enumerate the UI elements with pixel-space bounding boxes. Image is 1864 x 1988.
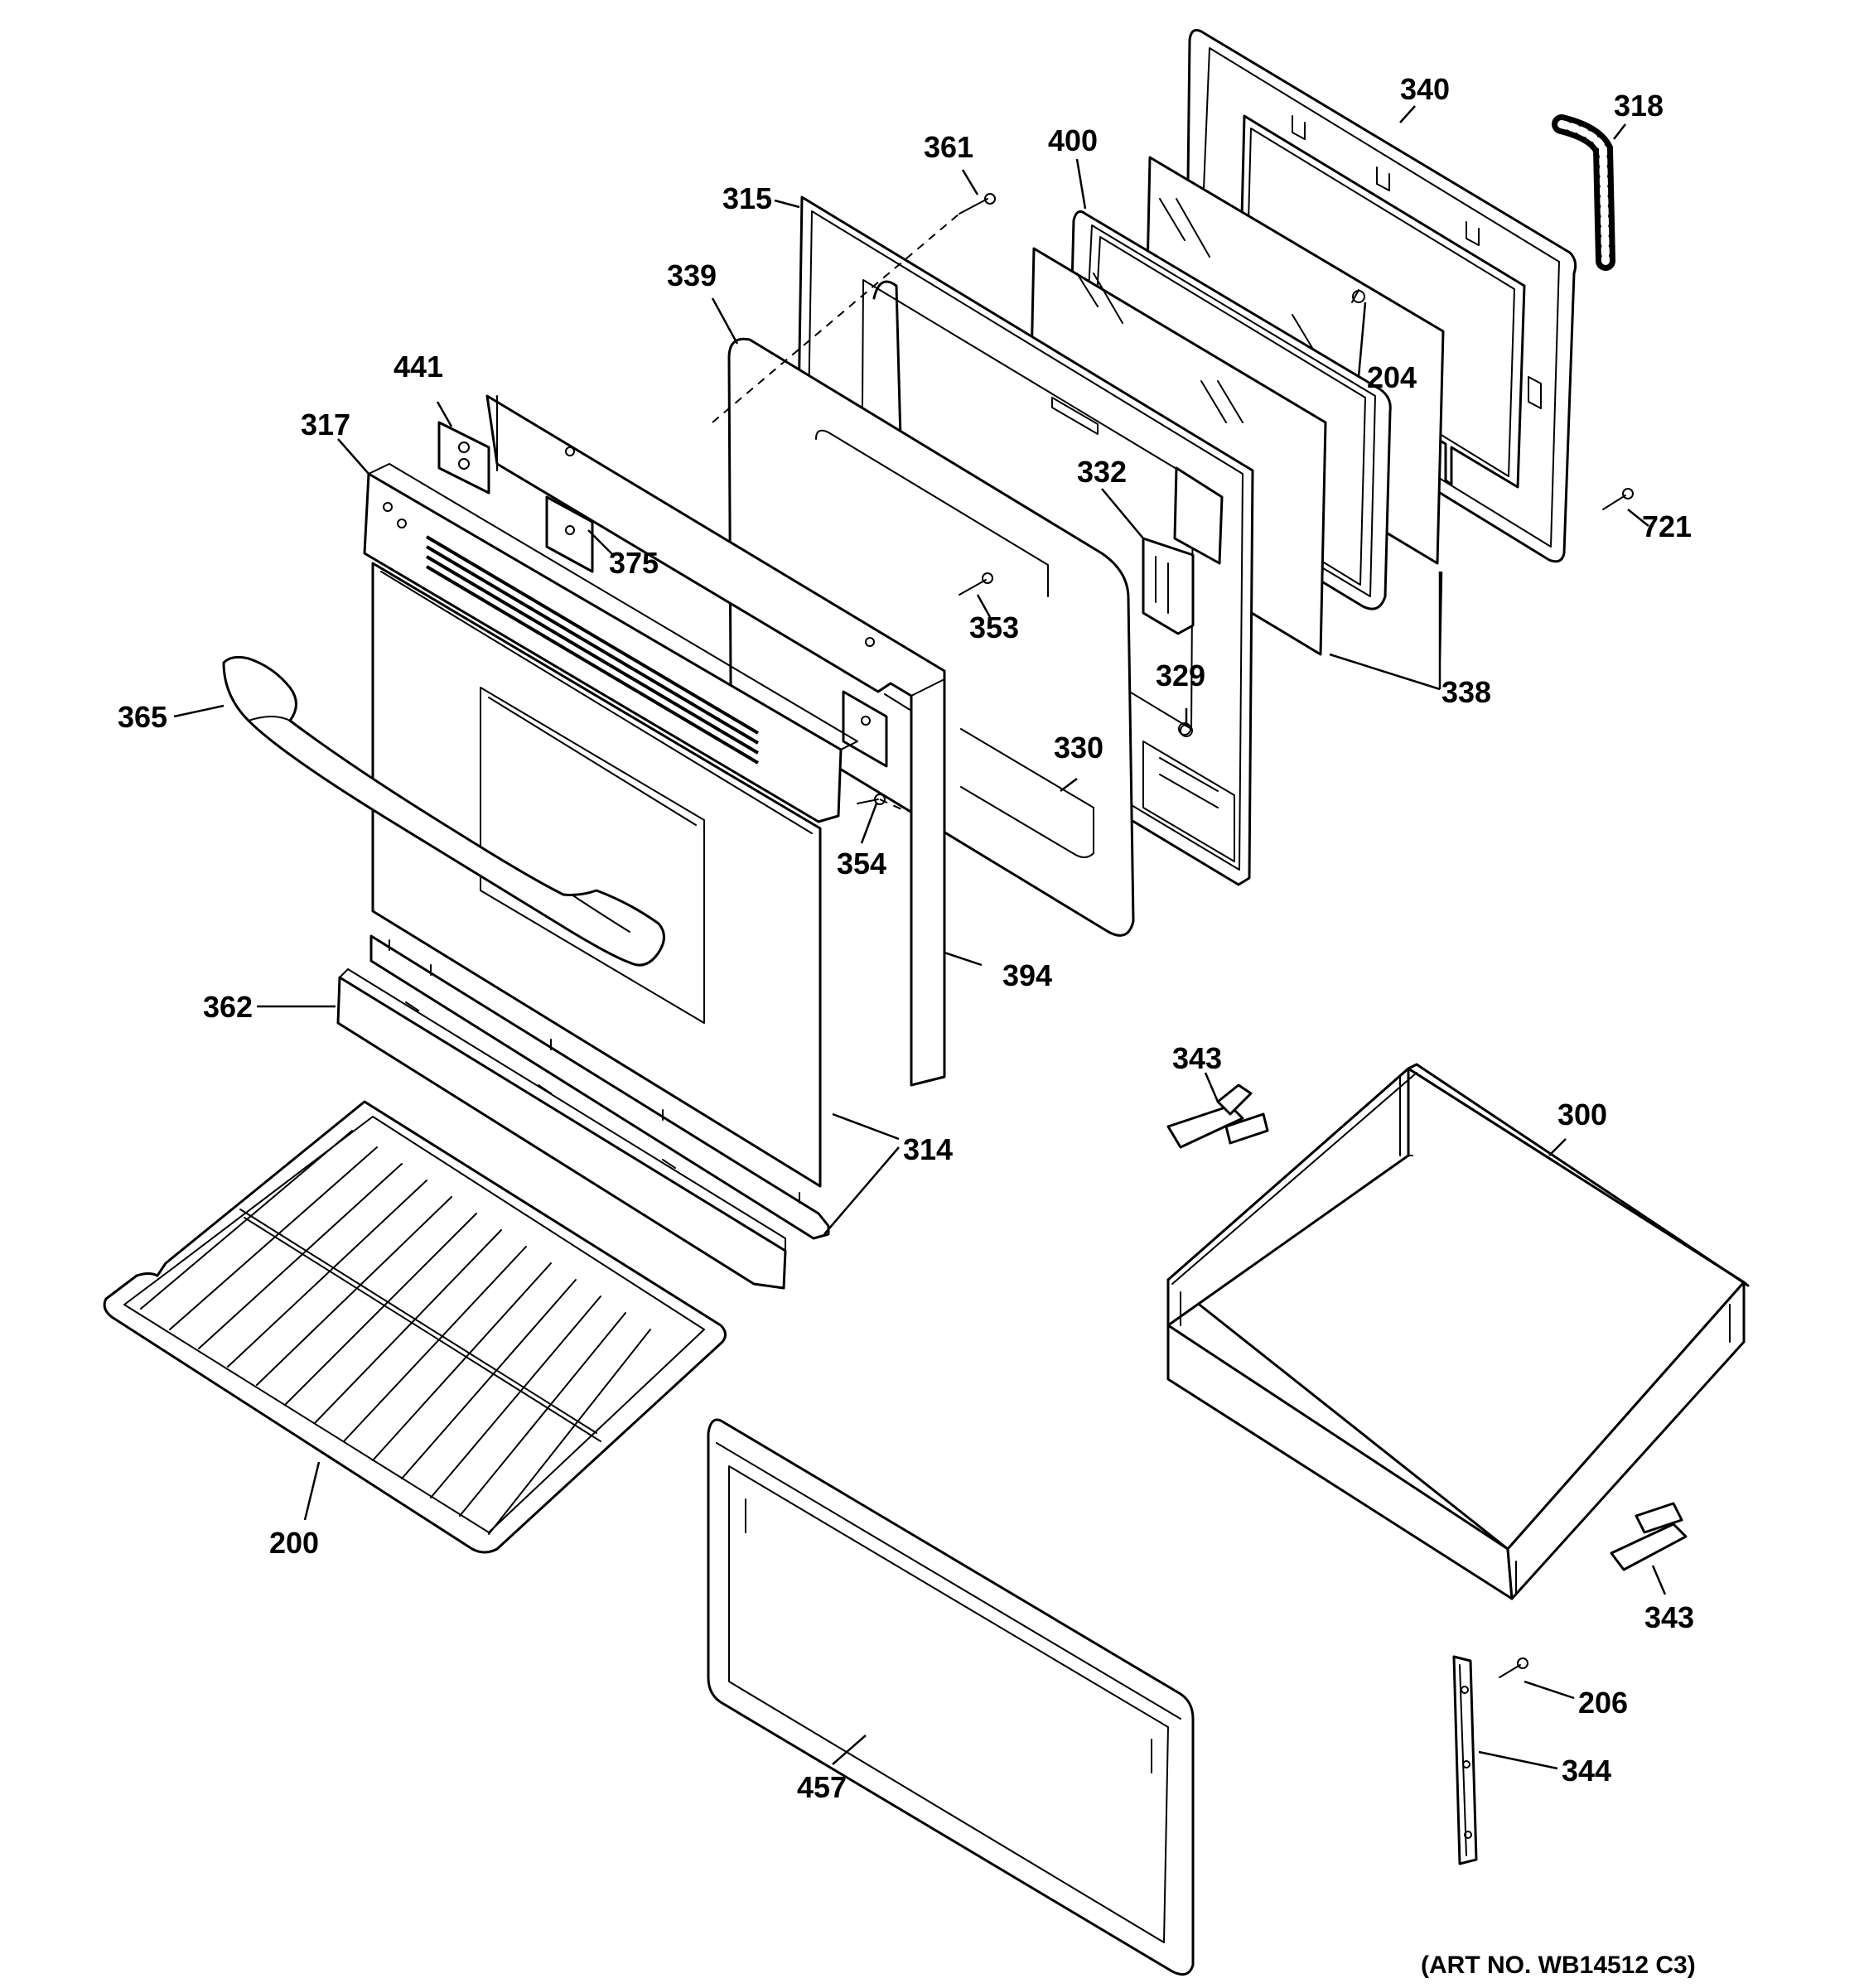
label-400: 400 [1048,123,1098,157]
part-362-kick-plate [336,968,787,1290]
part-343-slide-lower [1610,1502,1688,1571]
label-457: 457 [797,1770,847,1804]
label-318: 318 [1614,89,1664,123]
label-343-lower: 343 [1644,1600,1694,1634]
screw-204-icon [1351,289,1365,303]
label-332: 332 [1077,455,1127,489]
label-353: 353 [969,610,1019,644]
part-200-oven-rack [103,1100,727,1554]
part-332-bracket [1142,466,1224,635]
part-317-vent-trim [363,463,858,823]
label-338: 338 [1441,675,1491,709]
part-343-slide-upper [1166,1083,1269,1149]
label-314: 314 [903,1132,953,1166]
screw-353-icon [959,572,993,596]
label-300: 300 [1557,1098,1607,1132]
part-375-bracket [545,495,594,573]
label-441: 441 [394,350,443,384]
label-362: 362 [203,990,253,1024]
leader-lines [173,105,1667,1770]
label-365: 365 [118,700,167,734]
label-204: 204 [1367,360,1417,394]
part-457-drawer-front [707,1418,1195,1976]
label-394: 394 [1002,958,1052,992]
label-361: 361 [924,130,973,164]
label-721: 721 [1642,509,1692,543]
screw-361-icon [959,193,996,215]
label-206: 206 [1578,1686,1628,1720]
label-375: 375 [609,546,659,580]
alignment-line-354 [879,799,908,813]
part-365-door-handle [222,655,665,967]
label-317: 317 [301,408,350,442]
screw-721-icon [1602,488,1634,510]
part-314-lower-trim [369,934,830,1240]
alignment-line-361 [712,213,960,423]
part-329-hinge-bracket [1142,722,1235,862]
part-300-drawer-box [1166,1063,1750,1600]
label-200: 200 [269,1526,319,1560]
part-394-door-frame [485,394,946,1087]
label-343-upper: 343 [1172,1041,1222,1075]
label-315: 315 [722,181,772,215]
label-329: 329 [1156,659,1205,692]
label-330: 330 [1054,731,1103,765]
part-318-gasket [1552,114,1615,271]
label-340: 340 [1400,72,1450,106]
screw-206-icon [1499,1657,1528,1678]
label-344: 344 [1562,1754,1611,1788]
label-339: 339 [667,258,717,292]
part-344-rail [1452,1655,1478,1865]
part-hinge-right [842,690,888,768]
art-number: (ART NO. WB14512 C3) [1421,1952,1696,1979]
part-441-hinge-bracket [437,421,490,495]
label-354: 354 [837,847,886,881]
screw-354-icon [857,794,886,805]
